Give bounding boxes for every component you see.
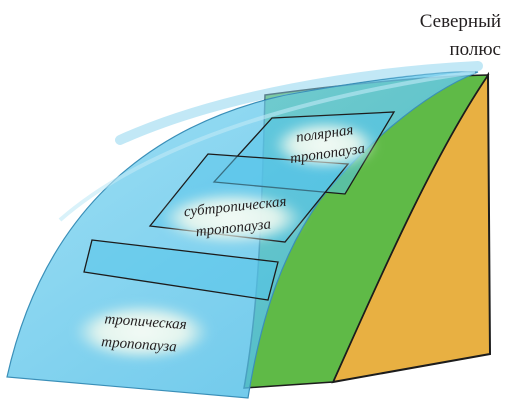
- subtropical-label-glow: [160, 192, 304, 244]
- tropical-tropopause-panel: [83, 239, 279, 301]
- polar-label-glow: [273, 121, 377, 169]
- tropical-label-line1: тропическая: [104, 311, 187, 333]
- polar-label-line1: полярная: [295, 122, 354, 146]
- north-pole-label-line1: Северный: [419, 11, 501, 32]
- upper-arc-2: [58, 70, 476, 222]
- north-pole-label-line2: полюс: [449, 39, 501, 60]
- upper-arc: [115, 61, 483, 145]
- tropical-tropopause-label: тропическая тропопауза: [101, 311, 187, 355]
- tropical-label-line2: тропопауза: [101, 334, 177, 355]
- tropical-label-glow: [74, 304, 210, 360]
- subtropical-label-line2: тропопауза: [195, 216, 272, 240]
